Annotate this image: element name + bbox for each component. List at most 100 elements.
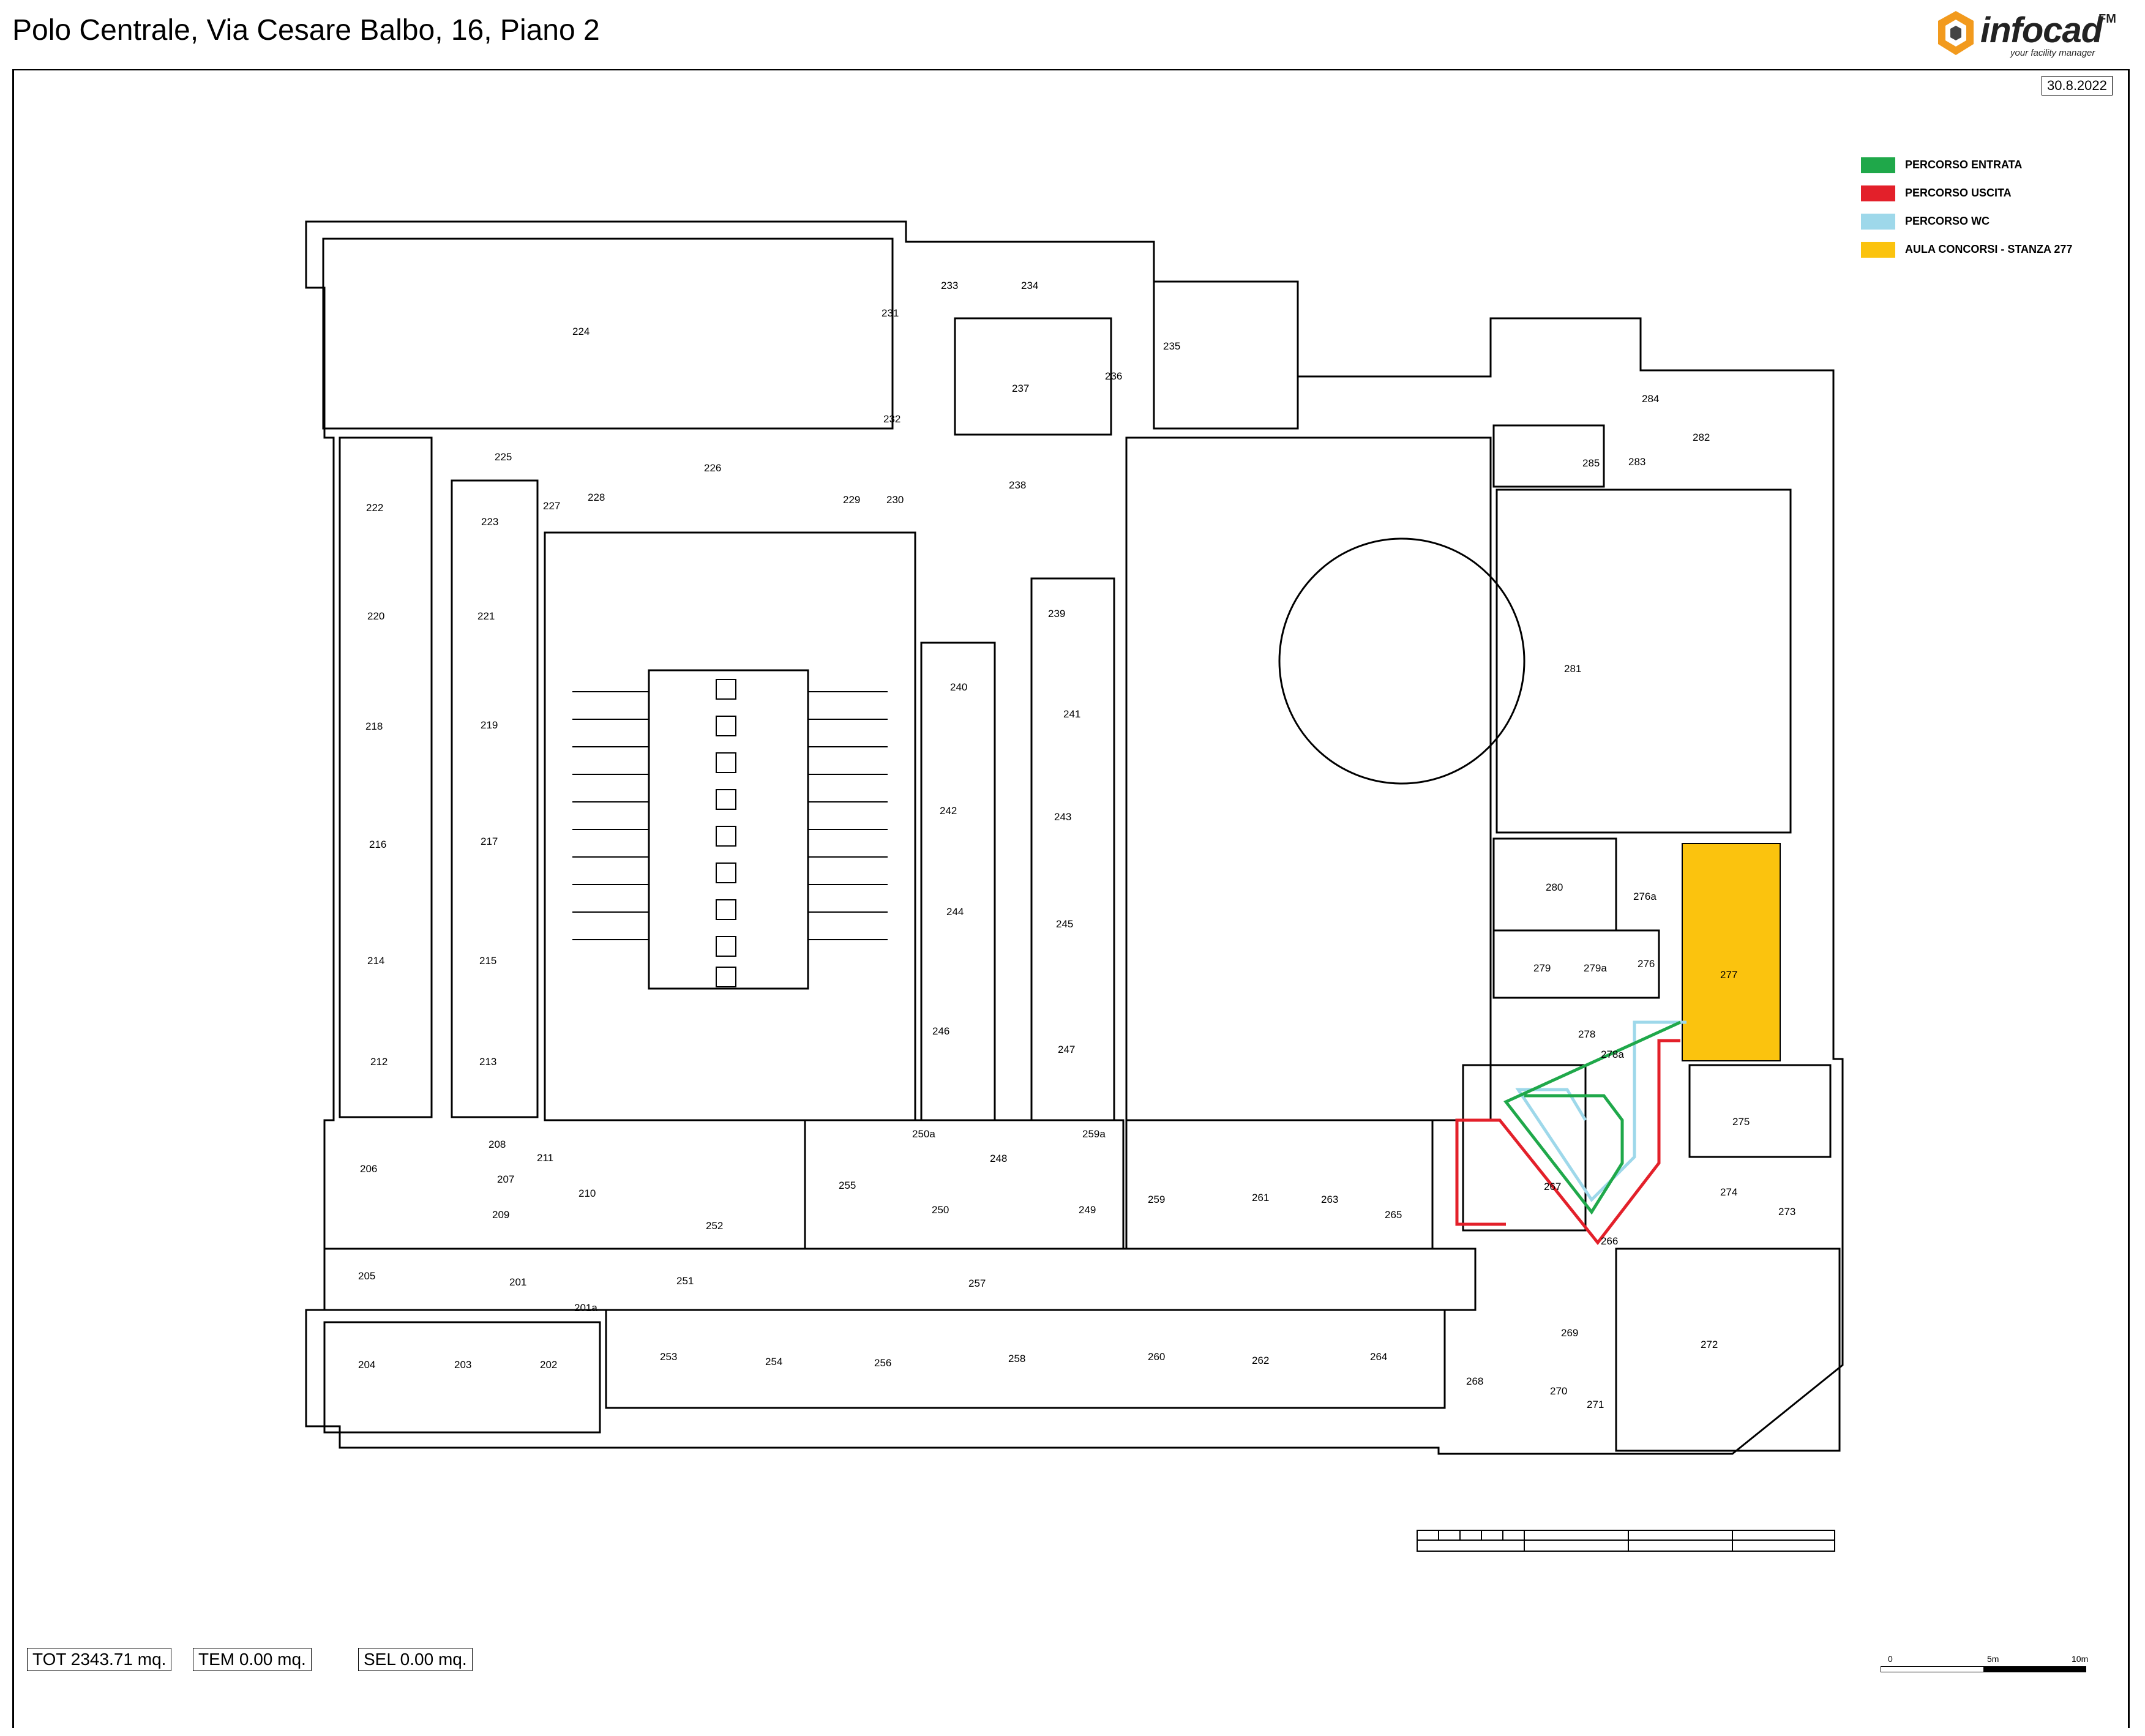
room-213[interactable]: 213 — [479, 1056, 496, 1068]
room-214[interactable]: 214 — [367, 955, 384, 967]
room-245[interactable]: 245 — [1056, 918, 1073, 930]
room-244[interactable]: 244 — [946, 906, 964, 918]
room-212[interactable]: 212 — [370, 1056, 387, 1068]
room-217[interactable]: 217 — [481, 836, 498, 847]
room-272[interactable]: 272 — [1701, 1339, 1718, 1350]
room-224[interactable]: 224 — [572, 326, 590, 337]
room-229[interactable]: 229 — [843, 494, 860, 506]
room-226[interactable]: 226 — [704, 462, 721, 474]
room-220[interactable]: 220 — [367, 610, 384, 622]
room-236[interactable]: 236 — [1105, 370, 1122, 382]
room-261[interactable]: 261 — [1252, 1192, 1269, 1203]
room-273[interactable]: 273 — [1778, 1206, 1795, 1218]
room-282[interactable]: 282 — [1693, 432, 1710, 443]
room-248[interactable]: 248 — [990, 1153, 1007, 1164]
room-251[interactable]: 251 — [676, 1275, 694, 1287]
room-277[interactable]: 277 — [1720, 969, 1737, 981]
wing-west-inner — [451, 479, 539, 1118]
room-264[interactable]: 264 — [1370, 1351, 1387, 1363]
room-223[interactable]: 223 — [481, 516, 498, 528]
room-233[interactable]: 233 — [941, 280, 958, 291]
room-242[interactable]: 242 — [940, 805, 957, 817]
room-254[interactable]: 254 — [765, 1356, 782, 1367]
room-275[interactable]: 275 — [1732, 1116, 1750, 1128]
room-227[interactable]: 227 — [543, 500, 560, 512]
room-238[interactable]: 238 — [1009, 479, 1026, 491]
room-262[interactable]: 262 — [1252, 1355, 1269, 1366]
room-237[interactable]: 237 — [1012, 383, 1029, 394]
room-sw-block — [323, 1321, 601, 1434]
corridor-south — [323, 1248, 1477, 1311]
room-207[interactable]: 207 — [497, 1173, 514, 1185]
room-260[interactable]: 260 — [1148, 1351, 1165, 1363]
room-241[interactable]: 241 — [1063, 708, 1080, 720]
room-269[interactable]: 269 — [1561, 1327, 1578, 1339]
room-276a[interactable]: 276a — [1633, 891, 1656, 902]
room-268[interactable]: 268 — [1466, 1375, 1483, 1387]
room-250[interactable]: 250 — [932, 1204, 949, 1216]
room-203[interactable]: 203 — [454, 1359, 471, 1371]
room-215[interactable]: 215 — [479, 955, 496, 967]
room-243[interactable]: 243 — [1054, 811, 1071, 823]
hall-north — [322, 238, 894, 430]
room-267[interactable]: 267 — [1544, 1181, 1561, 1192]
room-218[interactable]: 218 — [365, 720, 383, 732]
room-284[interactable]: 284 — [1642, 393, 1659, 405]
room-216[interactable]: 216 — [369, 839, 386, 850]
room-240[interactable]: 240 — [950, 681, 967, 693]
room-259[interactable]: 259 — [1148, 1194, 1165, 1205]
room-205[interactable]: 205 — [358, 1270, 375, 1282]
room-255[interactable]: 255 — [839, 1180, 856, 1191]
room-259a[interactable]: 259a — [1082, 1128, 1106, 1140]
room-279a[interactable]: 279a — [1584, 962, 1607, 974]
room-201a[interactable]: 201a — [574, 1302, 597, 1314]
room-279[interactable]: 279 — [1533, 962, 1551, 974]
room-208[interactable]: 208 — [489, 1139, 506, 1150]
room-209[interactable]: 209 — [492, 1209, 509, 1221]
room-228[interactable]: 228 — [588, 492, 605, 503]
elevator-column — [648, 669, 809, 990]
room-249[interactable]: 249 — [1079, 1204, 1096, 1216]
room-210[interactable]: 210 — [578, 1188, 596, 1199]
room-206[interactable]: 206 — [360, 1163, 377, 1175]
room-257[interactable]: 257 — [968, 1278, 986, 1289]
room-274[interactable]: 274 — [1720, 1186, 1737, 1198]
room-280[interactable]: 280 — [1546, 881, 1563, 893]
room-285[interactable]: 285 — [1582, 457, 1600, 469]
room-271[interactable]: 271 — [1587, 1399, 1604, 1410]
room-219[interactable]: 219 — [481, 719, 498, 731]
room-201[interactable]: 201 — [509, 1276, 526, 1288]
room-263[interactable]: 263 — [1321, 1194, 1338, 1205]
scale-mid: 5m — [1987, 1654, 1999, 1664]
legend-label-entrance: PERCORSO ENTRATA — [1905, 159, 2023, 171]
room-234[interactable]: 234 — [1021, 280, 1038, 291]
room-221[interactable]: 221 — [477, 610, 495, 622]
room-231[interactable]: 231 — [882, 307, 899, 319]
room-278a[interactable]: 278a — [1601, 1049, 1624, 1060]
room-250a[interactable]: 250a — [912, 1128, 935, 1140]
room-252[interactable]: 252 — [706, 1220, 723, 1232]
room-278[interactable]: 278 — [1578, 1028, 1595, 1040]
room-266[interactable]: 266 — [1601, 1235, 1618, 1247]
room-211[interactable]: 211 — [537, 1152, 553, 1164]
room-253[interactable]: 253 — [660, 1351, 677, 1363]
room-222[interactable]: 222 — [366, 502, 383, 514]
room-202[interactable]: 202 — [540, 1359, 557, 1371]
room-232[interactable]: 232 — [883, 413, 900, 425]
room-281[interactable]: 281 — [1564, 663, 1581, 675]
legend-swatch-entrance — [1861, 157, 1895, 173]
room-204[interactable]: 204 — [358, 1359, 375, 1371]
room-283[interactable]: 283 — [1628, 456, 1645, 468]
room-225[interactable]: 225 — [495, 451, 512, 463]
room-277-highlight[interactable] — [1682, 843, 1781, 1061]
room-239[interactable]: 239 — [1048, 608, 1065, 619]
room-265[interactable]: 265 — [1385, 1209, 1402, 1221]
room-258[interactable]: 258 — [1008, 1353, 1025, 1364]
room-247[interactable]: 247 — [1058, 1044, 1075, 1055]
room-270[interactable]: 270 — [1550, 1385, 1567, 1397]
room-230[interactable]: 230 — [886, 494, 904, 506]
room-276[interactable]: 276 — [1638, 958, 1655, 970]
room-235[interactable]: 235 — [1163, 340, 1180, 352]
room-256[interactable]: 256 — [874, 1357, 891, 1369]
room-246[interactable]: 246 — [932, 1025, 949, 1037]
